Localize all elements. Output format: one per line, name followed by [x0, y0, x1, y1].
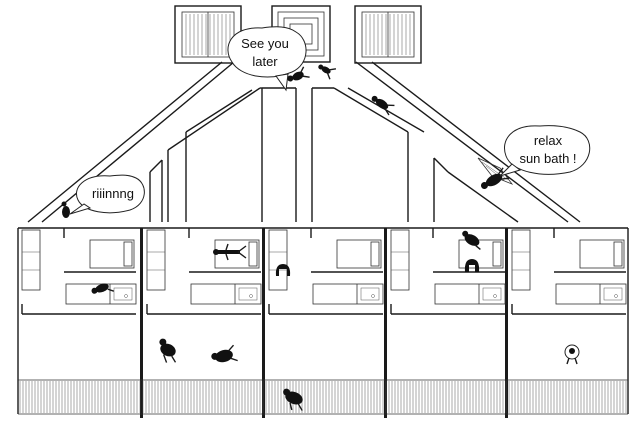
unit-3: [268, 228, 384, 315]
access-corridors: [27, 61, 581, 223]
person-bedroom-unit4-b: [464, 259, 480, 272]
person-lying-bed: [213, 243, 247, 261]
person-bedroom-unit4-a: [462, 230, 481, 251]
person-phone: [61, 201, 70, 218]
unit-1: [21, 228, 137, 315]
person-seated-unit3: [275, 264, 291, 276]
bubble-text-line-2: sun bath !: [519, 151, 576, 166]
bubble-text-line-1: relax: [534, 133, 563, 148]
speech-bubble-see-you-later: See you later: [227, 26, 307, 92]
bubble-text-line-2: later: [252, 54, 278, 69]
person-living-unit5: [564, 344, 580, 365]
person-terrace-unit3: [283, 388, 303, 411]
unit-5: [511, 228, 627, 315]
people: [61, 64, 580, 411]
person-sunbathing: [480, 167, 510, 189]
person-corridor-right: [371, 95, 395, 116]
unit-2: [146, 228, 262, 315]
person-waving-top: [318, 64, 337, 80]
stair-tower-left: [174, 5, 242, 64]
person-kitchen-unit1: [91, 283, 115, 294]
units-block: [17, 227, 629, 418]
bubble-text-line-1: riiinnng: [92, 186, 134, 201]
person-living-unit2-b: [211, 344, 238, 363]
bubble-text-line-1: See you: [241, 36, 289, 51]
speech-bubble-relax-sun-bath: relax sun bath !: [499, 125, 591, 177]
speech-bubble-riiinnng: riiinnng: [69, 174, 145, 215]
unit-4: [390, 228, 506, 315]
stair-tower-right: [354, 5, 422, 64]
person-walking-top: [287, 66, 310, 82]
person-living-unit2-a: [159, 338, 177, 363]
